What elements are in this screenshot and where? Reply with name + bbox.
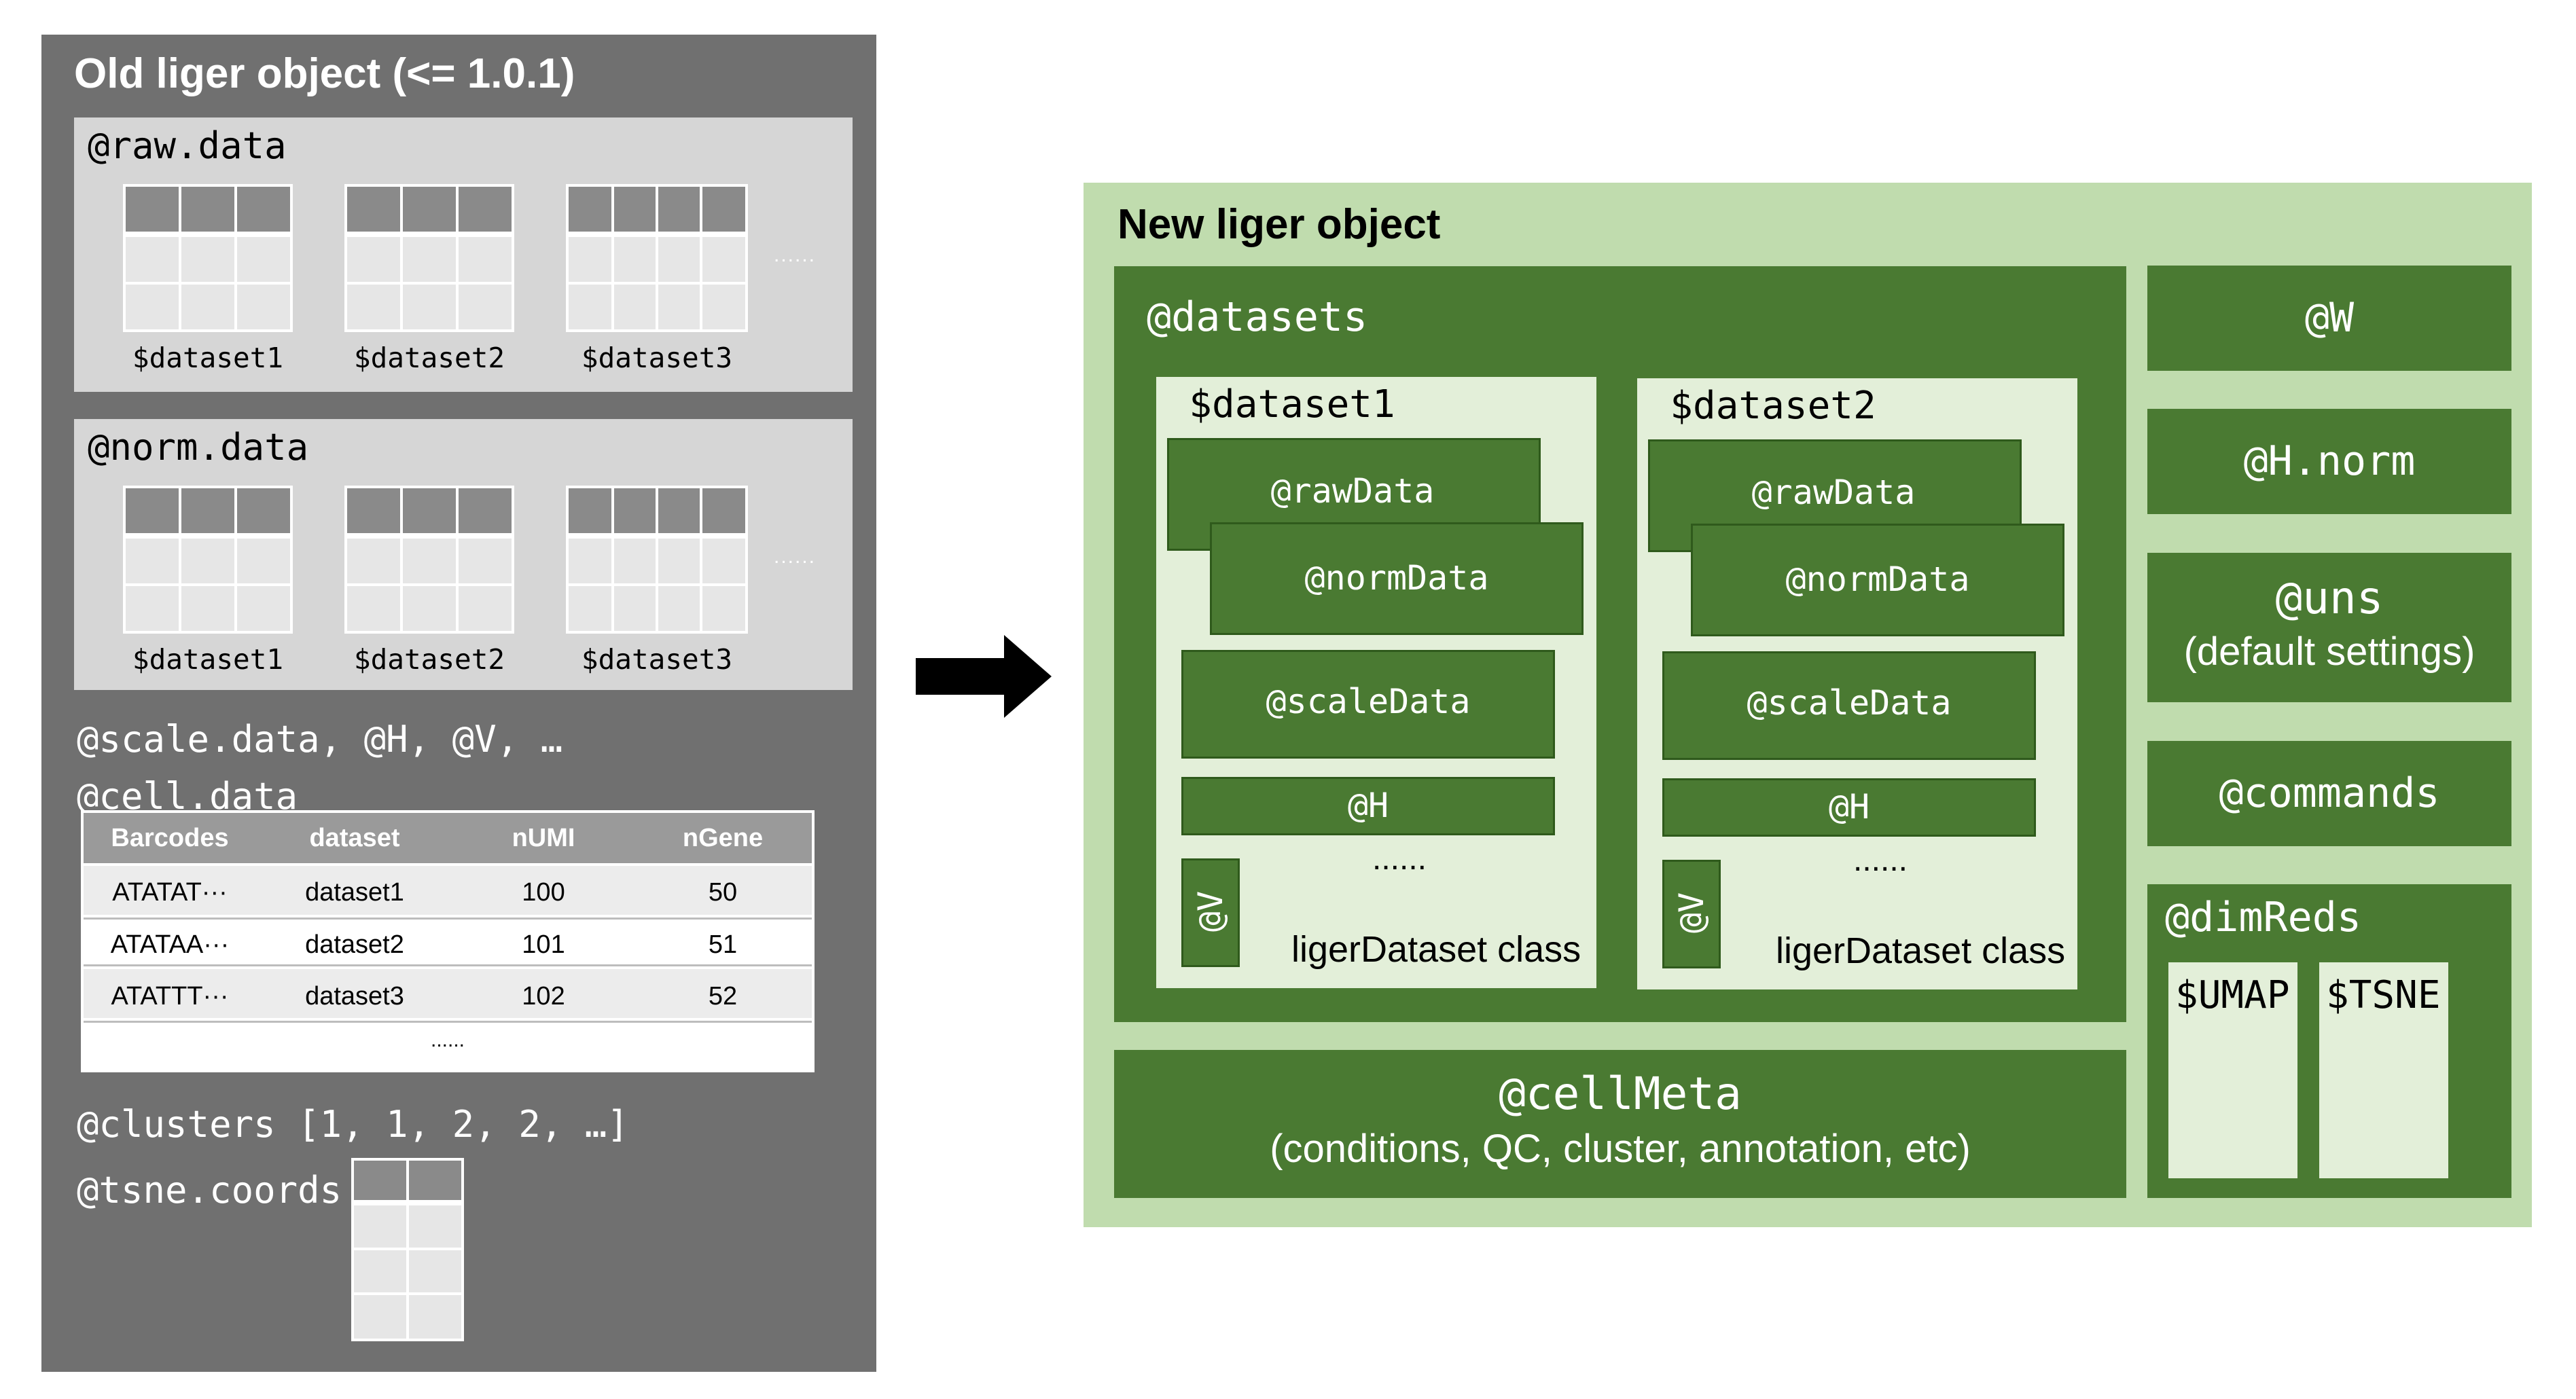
tsne-coords-title: @tsne.coords <box>77 1169 342 1212</box>
table-row <box>84 866 812 915</box>
cell-ngene: 50 <box>708 878 738 907</box>
norm-data-title: @norm.data <box>88 426 309 469</box>
old-object-title: Old liger object (<= 1.0.1) <box>74 50 575 97</box>
norm-label-1: $dataset1 <box>132 643 284 676</box>
clusters-line: @clusters [1, 1, 2, 2, …] <box>77 1103 629 1146</box>
raw-data-title: @raw.data <box>88 124 287 167</box>
uns-box: @uns (default settings) <box>2147 553 2511 702</box>
cell-dataset: dataset2 <box>305 930 404 959</box>
cell-numi: 100 <box>522 878 565 907</box>
norm-label-3: $dataset3 <box>581 643 733 676</box>
old-liger-object-panel: Old liger object (<= 1.0.1) @raw.data <box>41 35 876 1372</box>
cell-meta-title: @cellMeta <box>1499 1068 1742 1120</box>
new-liger-object-panel: New liger object @datasets $dataset1 @ra… <box>1084 183 2532 1227</box>
dataset-1-more-dots: ...... <box>1372 841 1427 877</box>
scale-data-line: @scale.data, @H, @V, … <box>77 718 563 761</box>
v-slot: @V <box>1181 858 1240 967</box>
tsne-label: $TSNE <box>2326 973 2441 1017</box>
h-norm-label: @H.norm <box>2243 437 2416 485</box>
datasets-title: @datasets <box>1147 293 1368 341</box>
raw-matrix-1 <box>123 184 293 332</box>
uns-subtitle: (default settings) <box>2183 630 2475 674</box>
raw-label-3: $dataset3 <box>581 342 733 374</box>
dataset-2-name: $dataset2 <box>1670 384 1876 428</box>
scale-data-slot: @scaleData <box>1181 650 1555 759</box>
dataset-2-class-label: ligerDataset class <box>1776 930 2066 971</box>
h-norm-box: @H.norm <box>2147 409 2511 514</box>
scale-data-label: @scaleData <box>1747 683 1952 723</box>
new-object-title: New liger object <box>1117 201 1441 248</box>
cell-dataset: dataset1 <box>305 878 404 907</box>
dimreds-box: @dimReds $UMAP $TSNE <box>2147 884 2511 1198</box>
commands-label: @commands <box>2219 769 2440 817</box>
raw-label-2: $dataset2 <box>353 342 505 374</box>
raw-more-dots: ...... <box>774 244 817 266</box>
arrow-right-icon <box>916 635 1052 718</box>
cell-barcode: ATATAA··· <box>110 930 230 959</box>
liger-dataset-2: $dataset2 @rawData @normData @scaleData … <box>1637 378 2077 989</box>
norm-label-2: $dataset2 <box>353 643 505 676</box>
col-header-numi: nUMI <box>512 824 575 852</box>
cell-data-table: Barcodes dataset nUMI nGene ATATAT··· da… <box>81 810 815 1072</box>
h-label: @H <box>1828 787 1870 826</box>
h-label: @H <box>1347 786 1389 825</box>
scale-data-slot: @scaleData <box>1662 651 2036 760</box>
dimreds-title: @dimReds <box>2165 894 2361 941</box>
cell-meta-subtitle: (conditions, QC, cluster, annotation, et… <box>1270 1127 1971 1171</box>
raw-matrix-2 <box>344 184 514 332</box>
norm-matrix-2 <box>344 486 514 634</box>
raw-data-label: @rawData <box>1751 473 1916 512</box>
norm-matrix-1 <box>123 486 293 634</box>
h-slot: @H <box>1662 778 2036 837</box>
liger-dataset-1: $dataset1 @rawData @normData @scaleData … <box>1156 377 1596 988</box>
w-box: @W <box>2147 266 2511 371</box>
dataset-1-class-label: ligerDataset class <box>1291 929 1581 970</box>
raw-data-label: @rawData <box>1270 471 1435 511</box>
umap-label: $UMAP <box>2175 973 2290 1017</box>
v-label: @V <box>1191 890 1230 932</box>
raw-matrix-3 <box>566 184 748 332</box>
cell-meta-box: @cellMeta (conditions, QC, cluster, anno… <box>1114 1050 2126 1198</box>
norm-data-box: @norm.data <box>74 419 853 690</box>
norm-data-slot: @normData <box>1210 522 1584 635</box>
table-row <box>84 1021 812 1070</box>
cell-numi: 102 <box>522 982 565 1011</box>
cell-dataset: dataset3 <box>305 982 404 1011</box>
uns-label: @uns <box>2275 572 2384 624</box>
norm-more-dots: ...... <box>774 545 817 568</box>
w-label: @W <box>2304 294 2355 342</box>
cell-barcode: ATATTT··· <box>111 982 229 1011</box>
table-row <box>84 917 812 966</box>
v-slot: @V <box>1662 860 1721 968</box>
dataset-1-name: $dataset1 <box>1189 382 1395 426</box>
norm-data-label: @normData <box>1304 558 1489 598</box>
raw-label-1: $dataset1 <box>132 342 284 374</box>
cell-numi: 101 <box>522 930 565 959</box>
col-header-barcodes: Barcodes <box>111 824 229 852</box>
raw-data-box: @raw.data <box>74 117 853 392</box>
cell-table-header <box>84 813 812 863</box>
umap-slot: $UMAP <box>2168 962 2297 1178</box>
scale-data-label: @scaleData <box>1266 682 1471 721</box>
cell-barcode: ATATAT··· <box>112 878 228 907</box>
commands-box: @commands <box>2147 741 2511 846</box>
tsne-coords-matrix <box>351 1158 464 1341</box>
norm-data-slot: @normData <box>1691 524 2064 636</box>
norm-matrix-3 <box>566 486 748 634</box>
cell-ngene: 51 <box>708 930 738 959</box>
h-slot: @H <box>1181 777 1555 835</box>
table-row <box>84 969 812 1018</box>
col-header-dataset: dataset <box>309 824 400 852</box>
norm-data-label: @normData <box>1785 560 1970 599</box>
cell-ngene: 52 <box>708 982 738 1011</box>
datasets-container: @datasets $dataset1 @rawData @normData @… <box>1114 266 2126 1022</box>
v-label: @V <box>1672 892 1711 934</box>
tsne-slot: $TSNE <box>2319 962 2448 1178</box>
dataset-2-more-dots: ...... <box>1853 842 1908 878</box>
table-more-dots: ...... <box>430 1029 465 1051</box>
col-header-ngene: nGene <box>682 824 764 852</box>
